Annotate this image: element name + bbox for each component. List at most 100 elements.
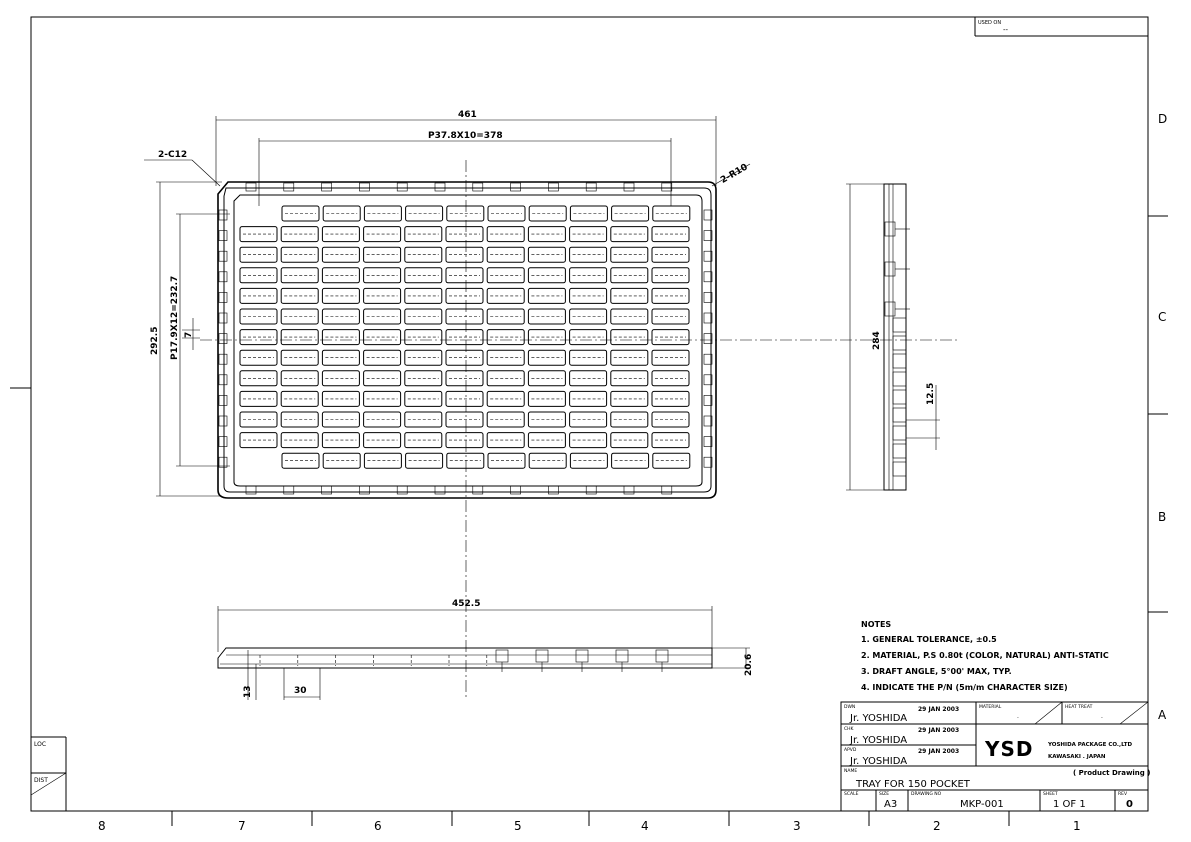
- apvd-name: Jr. YOSHIDA: [849, 756, 907, 767]
- dist-label: DIST: [34, 777, 48, 784]
- pocket: [610, 246, 649, 263]
- pocket: [651, 267, 690, 284]
- pocket: [610, 329, 649, 346]
- side-pocket: [892, 335, 907, 351]
- edge-tab: [548, 485, 559, 495]
- pocket: [651, 226, 690, 243]
- edge-tab: [585, 182, 597, 192]
- edge-tab: [218, 312, 228, 324]
- edge-tab: [218, 415, 228, 427]
- edge-tab: [703, 395, 713, 406]
- front-boss: [535, 649, 549, 663]
- pocket: [404, 329, 443, 346]
- pocket: [239, 432, 278, 449]
- pocket: [610, 390, 649, 407]
- dim-bottom-length: 452.5: [452, 599, 480, 609]
- pocket: [239, 370, 278, 387]
- edge-tab: [703, 374, 713, 386]
- used-on-value: --: [1003, 26, 1009, 34]
- dim-bottom-height: 20.6: [744, 654, 754, 676]
- edge-tab: [472, 182, 484, 192]
- pocket: [611, 452, 650, 469]
- side-pocket: [892, 317, 907, 333]
- edge-tab: [548, 182, 559, 192]
- tray-inner-rim: [223, 187, 712, 493]
- apvd-label: APVD: [844, 747, 857, 753]
- pocket: [322, 205, 361, 222]
- company-logo: YSD: [984, 737, 1034, 761]
- edge-tab: [396, 182, 408, 192]
- dim-pitch-y: P17.9X12=232.7: [170, 276, 180, 360]
- note-item: 2. MATERIAL, P.S 0.80t (COLOR, NATURAL) …: [861, 651, 1109, 660]
- pocket: [239, 287, 278, 304]
- edge-tab: [218, 333, 228, 344]
- edge-tab: [703, 333, 713, 344]
- used-on-label: USED ON: [978, 20, 1001, 26]
- pocket: [321, 432, 360, 449]
- pocket: [280, 370, 319, 387]
- pocket: [405, 205, 444, 222]
- pocket: [280, 246, 319, 263]
- column-ticks: [171, 811, 1010, 826]
- pocket: [652, 452, 691, 469]
- pocket: [445, 329, 484, 346]
- edge-tab: [703, 271, 713, 283]
- pocket: [239, 246, 278, 263]
- pocket: [486, 411, 525, 428]
- pocket: [280, 432, 319, 449]
- pocket: [321, 390, 360, 407]
- pocket: [239, 267, 278, 284]
- pocket: [569, 308, 608, 325]
- edge-tab: [472, 485, 484, 495]
- pocket: [363, 267, 402, 284]
- pocket: [321, 349, 360, 366]
- pocket: [445, 349, 484, 366]
- pocket: [527, 390, 566, 407]
- pocket: [280, 390, 319, 407]
- pocket: [445, 226, 484, 243]
- pocket: [569, 329, 608, 346]
- side-profile: [883, 183, 907, 491]
- pocket: [527, 329, 566, 346]
- edge-tab: [321, 182, 332, 192]
- edge-tab: [703, 353, 713, 365]
- pocket: [651, 329, 690, 346]
- part-name: TRAY FOR 150 POCKET: [855, 779, 971, 790]
- pocket-grid: [239, 205, 691, 469]
- pocket: [239, 308, 278, 325]
- edge-tab: [703, 209, 713, 221]
- note-item: 4. INDICATE THE P/N (5m/m CHARACTER SIZE…: [861, 683, 1068, 692]
- pocket: [280, 411, 319, 428]
- title-block: DWN 29 JAN 2003 Jr. YOSHIDA CHK 29 JAN 2…: [840, 701, 1150, 812]
- heat-treat-label: HEAT TREAT: [1065, 704, 1093, 710]
- side-pocket: [892, 389, 907, 405]
- pocket: [404, 226, 443, 243]
- pocket: [610, 308, 649, 325]
- pocket: [280, 349, 319, 366]
- pocket: [610, 226, 649, 243]
- edge-tab: [703, 292, 713, 303]
- pocket: [651, 308, 690, 325]
- column-label: 8: [98, 819, 106, 833]
- side-view: 284 12.5: [846, 183, 940, 491]
- pocket: [527, 370, 566, 387]
- pocket: [610, 267, 649, 284]
- pocket: [610, 287, 649, 304]
- chk-name: Jr. YOSHIDA: [849, 735, 907, 746]
- pocket: [569, 390, 608, 407]
- pocket: [651, 390, 690, 407]
- tray-outline: [217, 181, 717, 499]
- pocket: [445, 267, 484, 284]
- dim-radius: 2-R10: [719, 162, 750, 185]
- note-item: 3. DRAFT ANGLE, 5°00' MAX, TYP.: [861, 667, 1012, 676]
- pocket: [321, 329, 360, 346]
- pocket: [239, 329, 278, 346]
- pocket: [404, 287, 443, 304]
- pocket: [239, 411, 278, 428]
- column-label: 2: [933, 819, 941, 833]
- edge-tab: [218, 271, 228, 283]
- dim-bottom-flange: 13: [243, 685, 253, 698]
- column-label: 6: [374, 819, 382, 833]
- side-pocket: [892, 425, 907, 441]
- company-location: KAWASAKI . JAPAN: [1048, 754, 1106, 760]
